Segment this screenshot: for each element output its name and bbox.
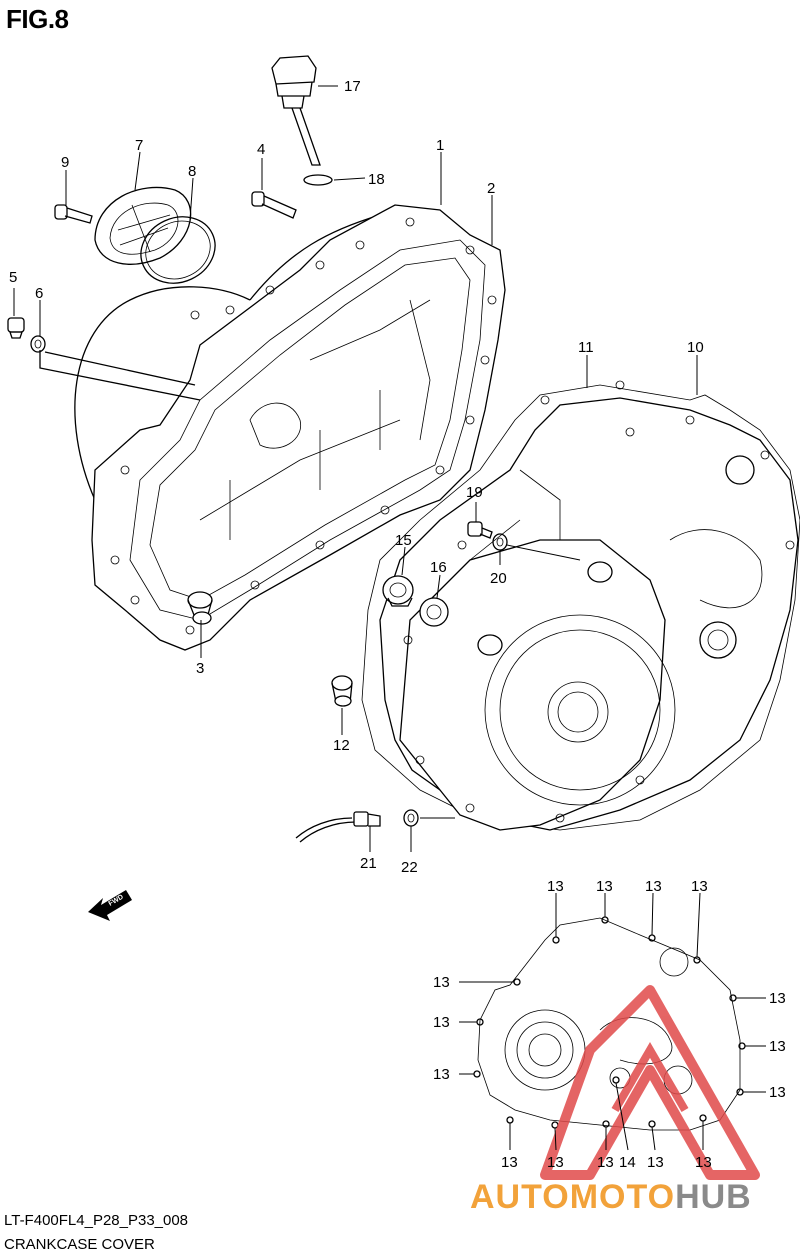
watermark-brand-part1: AUTOMOTO bbox=[470, 1178, 676, 1216]
callout-13: 13 bbox=[597, 1154, 614, 1171]
callout-10: 10 bbox=[687, 339, 704, 356]
callout-13: 13 bbox=[433, 1066, 450, 1083]
bolt-19 bbox=[467, 521, 493, 539]
oil-filler-cap-dipstick-17 bbox=[271, 55, 321, 166]
callout-2: 2 bbox=[487, 180, 495, 197]
crankcase-cover-left bbox=[39, 204, 506, 651]
callout-20: 20 bbox=[490, 570, 507, 587]
callout-13: 13 bbox=[769, 1084, 786, 1101]
figure-name: CRANKCASE COVER bbox=[4, 1236, 155, 1253]
callout-13: 13 bbox=[596, 878, 613, 895]
callout-13: 13 bbox=[433, 1014, 450, 1031]
callout-4: 4 bbox=[257, 141, 265, 158]
callout-8: 8 bbox=[188, 163, 196, 180]
washer-6 bbox=[30, 335, 46, 353]
leader-lines bbox=[13, 85, 766, 1151]
bolt-4 bbox=[251, 191, 297, 219]
figure-title: FIG.8 bbox=[6, 4, 69, 34]
callout-15: 15 bbox=[395, 532, 412, 549]
callout-17: 17 bbox=[344, 78, 361, 95]
callout-11: 11 bbox=[578, 339, 594, 356]
callout-21: 21 bbox=[360, 855, 377, 872]
callout-13: 13 bbox=[501, 1154, 518, 1171]
bolt-9 bbox=[54, 204, 93, 224]
watermark-brand: AUTOMOTOHUB bbox=[470, 1178, 752, 1217]
callout-13: 13 bbox=[433, 974, 450, 991]
callout-13: 13 bbox=[769, 1038, 786, 1055]
callout-22: 22 bbox=[401, 859, 418, 876]
watermark-logo bbox=[540, 985, 760, 1180]
gasket-8 bbox=[140, 216, 216, 284]
callout-14: 14 bbox=[619, 1154, 636, 1171]
oil-seal-16 bbox=[419, 597, 449, 627]
callout-13: 13 bbox=[769, 990, 786, 1007]
o-ring-18 bbox=[303, 174, 333, 186]
callout-13: 13 bbox=[547, 1154, 564, 1171]
callout-19: 19 bbox=[466, 484, 483, 501]
oil-seal-15 bbox=[382, 575, 414, 607]
crankcase-cover-right bbox=[361, 380, 800, 831]
callout-6: 6 bbox=[35, 285, 43, 302]
dowel-pin-3 bbox=[187, 591, 213, 625]
callout-5: 5 bbox=[9, 269, 17, 286]
callout-13: 13 bbox=[547, 878, 564, 895]
figure-code: LT-F400FL4_P28_P33_008 bbox=[4, 1212, 189, 1229]
sensor-21 bbox=[295, 811, 381, 843]
washer-22 bbox=[403, 809, 419, 827]
callout-3: 3 bbox=[196, 660, 204, 677]
watermark-brand-part2: HUB bbox=[675, 1178, 752, 1216]
callout-13: 13 bbox=[695, 1154, 712, 1171]
callout-9: 9 bbox=[61, 154, 69, 171]
forward-direction-arrow: FWD bbox=[88, 890, 132, 921]
callout-16: 16 bbox=[430, 559, 447, 576]
plug-5 bbox=[7, 317, 25, 339]
callout-12: 12 bbox=[333, 737, 350, 754]
callout-13: 13 bbox=[691, 878, 708, 895]
callout-7: 7 bbox=[135, 137, 143, 154]
callout-labels: 1 2 3 4 5 6 7 8 9 10 11 12 15 16 17 18 1… bbox=[9, 78, 786, 1171]
callout-13: 13 bbox=[647, 1154, 664, 1171]
callout-13: 13 bbox=[645, 878, 662, 895]
dowel-pin-12 bbox=[331, 675, 353, 707]
callout-18: 18 bbox=[368, 171, 385, 188]
callout-1: 1 bbox=[436, 137, 444, 154]
timing-inspection-cap-7 bbox=[94, 186, 192, 265]
